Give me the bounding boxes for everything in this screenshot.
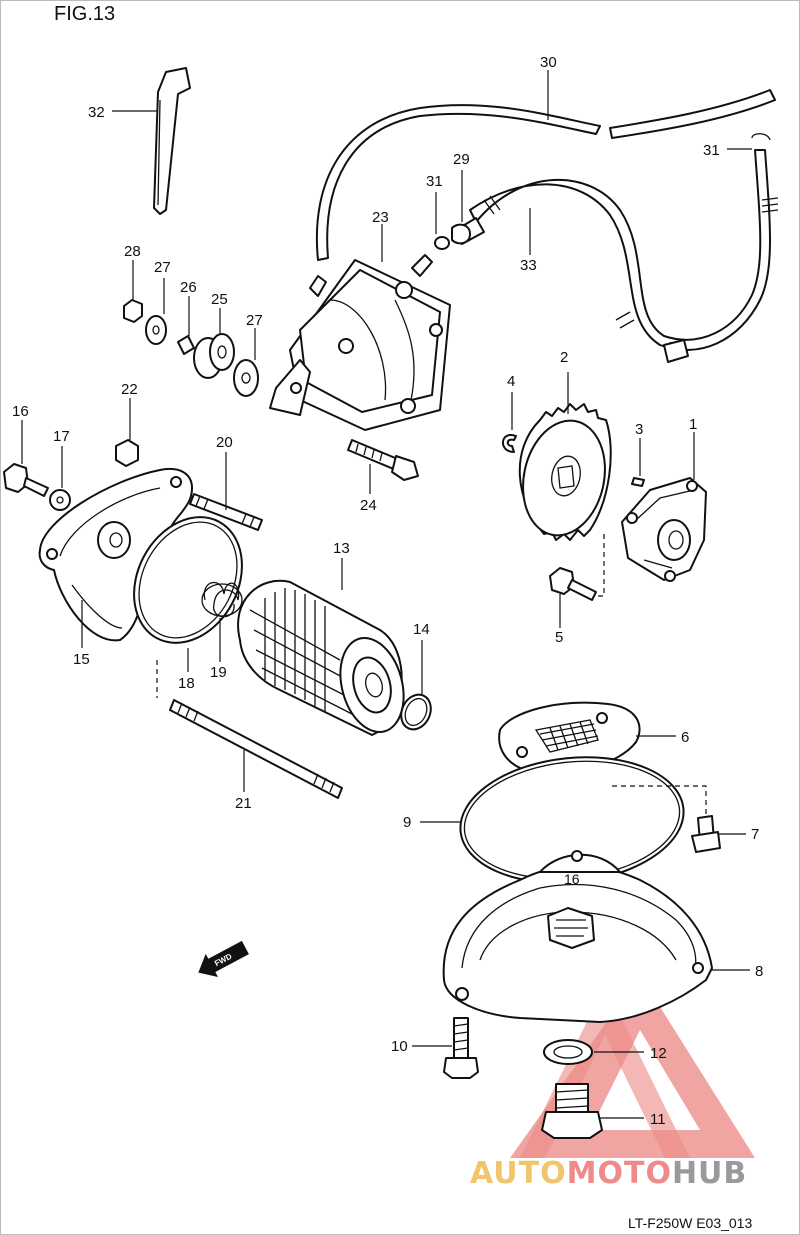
part-8-stamp-mark: 16	[564, 871, 580, 887]
part-21-stud	[169, 699, 343, 799]
callout-6: 6	[681, 729, 689, 746]
callout-5: 5	[555, 629, 563, 646]
callout-17: 17	[53, 428, 70, 445]
callout-26: 26	[180, 279, 197, 296]
part-28-nut	[123, 260, 143, 323]
part-26-collar	[177, 296, 195, 355]
part-7-bolt	[691, 815, 746, 853]
part-8-oil-pan: 16	[442, 850, 750, 1023]
part-31-clip-right	[727, 133, 771, 150]
callout-10: 10	[391, 1038, 408, 1055]
drawing-code: LT-F250W E03_013	[628, 1215, 752, 1231]
callout-13: 13	[333, 540, 350, 557]
figure-title: FIG.13	[54, 3, 115, 25]
part-31-clip-left	[434, 192, 450, 250]
callout-25: 25	[211, 291, 228, 308]
part-20-stud	[189, 452, 263, 531]
callout-23: 23	[372, 209, 389, 226]
part-33-hose	[455, 149, 779, 363]
callout-2: 2	[560, 349, 568, 366]
callout-8: 8	[755, 963, 763, 980]
callout-14: 14	[413, 621, 430, 638]
callout-19: 19	[210, 664, 227, 681]
part-16-bolt	[3, 420, 49, 497]
callout-30: 30	[540, 54, 557, 71]
watermark-text-auto: AUTO	[470, 1156, 567, 1191]
part-3-pin	[631, 438, 645, 487]
part-30-hose	[316, 70, 776, 261]
part-15-filter-cover	[38, 468, 193, 648]
callout-4: 4	[507, 373, 515, 390]
part-27-washer-upper	[145, 278, 167, 345]
part-4-circlip	[502, 392, 517, 453]
callout-15: 15	[73, 651, 90, 668]
callout-32: 32	[88, 104, 105, 121]
callout-20: 20	[216, 434, 233, 451]
callout-18: 18	[178, 675, 195, 692]
callout-7: 7	[751, 826, 759, 843]
callout-11: 11	[650, 1111, 666, 1128]
part-27-washer-lower	[233, 328, 259, 397]
part-5-screw	[549, 530, 605, 628]
part-6-oil-strainer	[498, 701, 676, 775]
part-2-pump-gear	[518, 372, 612, 541]
part-1-oil-pump	[621, 432, 707, 582]
watermark-text-hub: HUB	[672, 1156, 747, 1191]
callout-16: 16	[12, 403, 29, 420]
part-13-oil-filter	[237, 558, 405, 736]
callout-12: 12	[650, 1045, 667, 1062]
callout-1: 1	[689, 416, 697, 433]
callout-27-lower: 27	[246, 312, 263, 329]
watermark-text: AUTOMOTOHUB	[470, 1156, 747, 1191]
part-24-screw	[347, 439, 419, 494]
part-32-cable-tie	[112, 67, 191, 215]
callout-22: 22	[121, 381, 138, 398]
part-19-spring	[201, 582, 243, 662]
part-17-washer	[49, 446, 71, 511]
watermark-text-moto: MOTO	[567, 1156, 672, 1191]
part-22-nut	[115, 398, 139, 467]
callout-28: 28	[124, 243, 141, 260]
fwd-arrow-icon: FWD	[198, 940, 249, 977]
callout-3: 3	[635, 421, 643, 438]
callout-31-right: 31	[703, 142, 720, 159]
part-12-gasket	[543, 1039, 644, 1065]
part-14-o-ring	[400, 640, 432, 731]
callout-27-upper: 27	[154, 259, 171, 276]
callout-33: 33	[520, 257, 537, 274]
part-23-fuel-pump	[269, 224, 451, 431]
callout-21: 21	[235, 795, 252, 812]
callout-31-left: 31	[426, 173, 443, 190]
callout-29: 29	[453, 151, 470, 168]
part-11-drain-plug	[541, 1083, 644, 1139]
callout-9: 9	[403, 814, 411, 831]
part-29-fitting	[451, 170, 471, 245]
part-10-bolt	[412, 1017, 479, 1079]
part-25-grommet	[193, 308, 235, 379]
callout-24: 24	[360, 497, 377, 514]
